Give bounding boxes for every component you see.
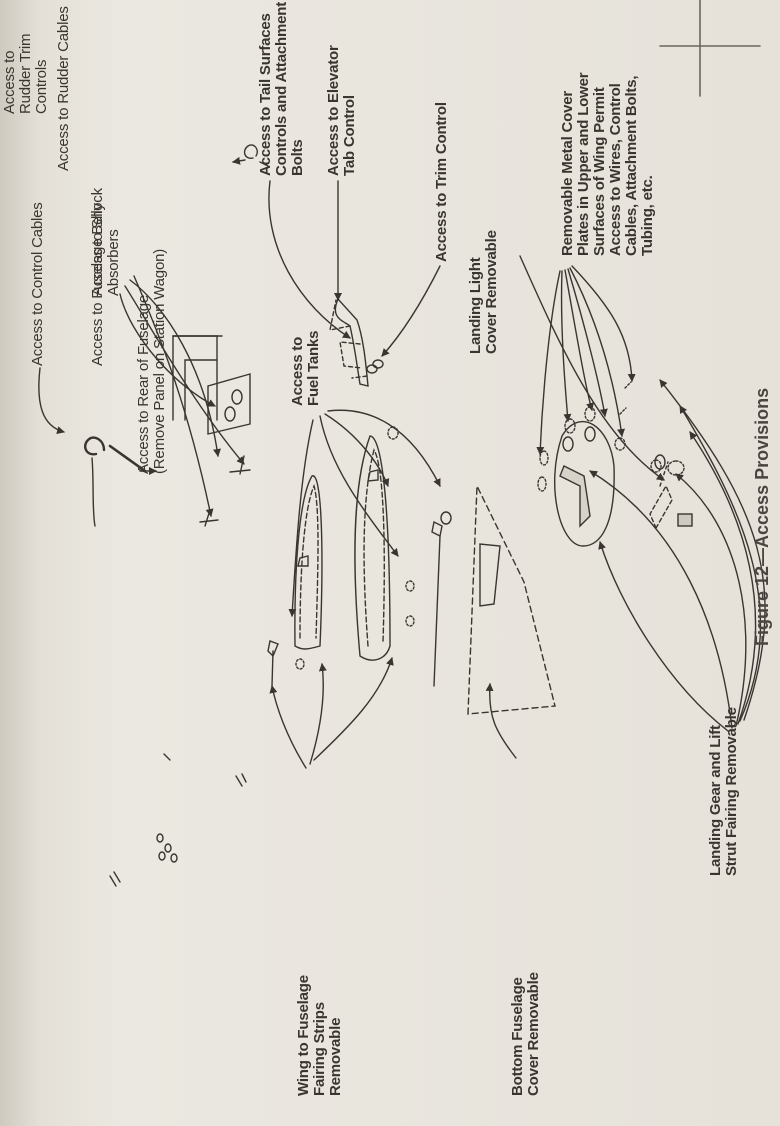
fuel-tank-arrow-2	[319, 415, 399, 557]
cable-hook-part	[84, 436, 106, 456]
shock-absorber-arrow-1	[119, 293, 216, 407]
landing-light-arrow	[519, 255, 665, 481]
label-landing-gear: Landing Gear and Lift Strut Fairing Remo…	[707, 707, 740, 876]
rear-panel-part	[108, 444, 147, 473]
bottom-fuselage-cover-part	[467, 485, 556, 715]
metal-cover-arrow-5	[569, 267, 625, 437]
wing-tank-2-part	[354, 426, 415, 661]
landing-light-part	[649, 459, 693, 530]
registration-crosshair	[659, 0, 761, 97]
metal-cover-arrow-1	[536, 270, 561, 455]
figure-caption: Figure 12—Access Provisions	[752, 387, 772, 646]
fuel-tank-arrow-1	[288, 419, 314, 617]
metal-cover-arrow-6	[571, 265, 636, 382]
label-rear-fuselage: Access to Rear of Fuselage (Remove Panel…	[135, 248, 168, 474]
tail-surfaces-arrow	[268, 180, 351, 339]
shock-absorber-arrow-4	[133, 275, 214, 517]
label-fuel-tanks: Access to Fuel Tanks	[289, 330, 322, 406]
label-metal-covers: Removable Metal Cover Plates in Upper an…	[559, 72, 656, 256]
fuel-tank-arrow-4	[327, 409, 441, 487]
label-rudder-trim-controls: Access to Rudder Trim Controls	[1, 33, 50, 114]
fairing-strip-part	[267, 511, 452, 687]
control-cables-arrow	[38, 367, 65, 435]
metal-cover-arrow-3	[564, 269, 594, 411]
strut-fittings-part	[199, 455, 251, 527]
tail-surface-part	[329, 297, 384, 387]
label-rudder-cables: Access to Rudder Cables	[55, 6, 72, 171]
label-bottom-fuselage: Bottom Fuselage Cover Removable	[509, 972, 542, 1096]
label-elevator-tab: Access to Elevator Tab Control	[325, 45, 358, 176]
shock-absorber-arrow-2	[124, 285, 245, 465]
landing-gear-arrow-3	[675, 473, 747, 727]
landing-gear-arrow-1	[598, 541, 729, 732]
rudder-trim-arrow	[232, 156, 246, 165]
label-landing-light: Landing Light Cover Removable	[467, 230, 500, 354]
landing-gear-arrow-5	[679, 405, 762, 722]
landing-gear-arrow-6	[659, 379, 766, 721]
wing-fairing-arrow-3	[313, 657, 394, 761]
wing-fairing-arrow-2	[309, 663, 327, 765]
landing-gear-part	[479, 420, 615, 607]
landing-gear-arrow-4	[689, 431, 757, 725]
landing-gear-arrow-2	[589, 470, 733, 729]
label-fuselage-belly: Access to Fuselage Belly	[89, 203, 106, 366]
shock-absorber-arrow-3	[129, 279, 221, 457]
metal-cover-arrow-2	[560, 270, 572, 422]
small-fittings-part	[109, 753, 247, 887]
label-control-cables: Access to Control Cables	[29, 202, 46, 366]
control-cables-leader	[91, 457, 96, 527]
trim-control-arrow	[381, 265, 441, 357]
wing-fairing-arrow-1	[269, 685, 307, 769]
label-tail-surfaces: Access to Tail Surfaces Controls and Att…	[257, 1, 306, 176]
label-trim-control: Access to Trim Control	[433, 102, 450, 262]
label-wing-fairing: Wing to Fuselage Fairing Strips Removabl…	[295, 975, 344, 1096]
fuel-tank-arrow-3	[324, 413, 390, 487]
rudder-trim-hook-part	[243, 144, 269, 167]
wing-tank-1-part	[294, 475, 323, 670]
bottom-fuselage-arrow	[485, 683, 517, 759]
metal-cover-arrow-4	[567, 268, 608, 417]
